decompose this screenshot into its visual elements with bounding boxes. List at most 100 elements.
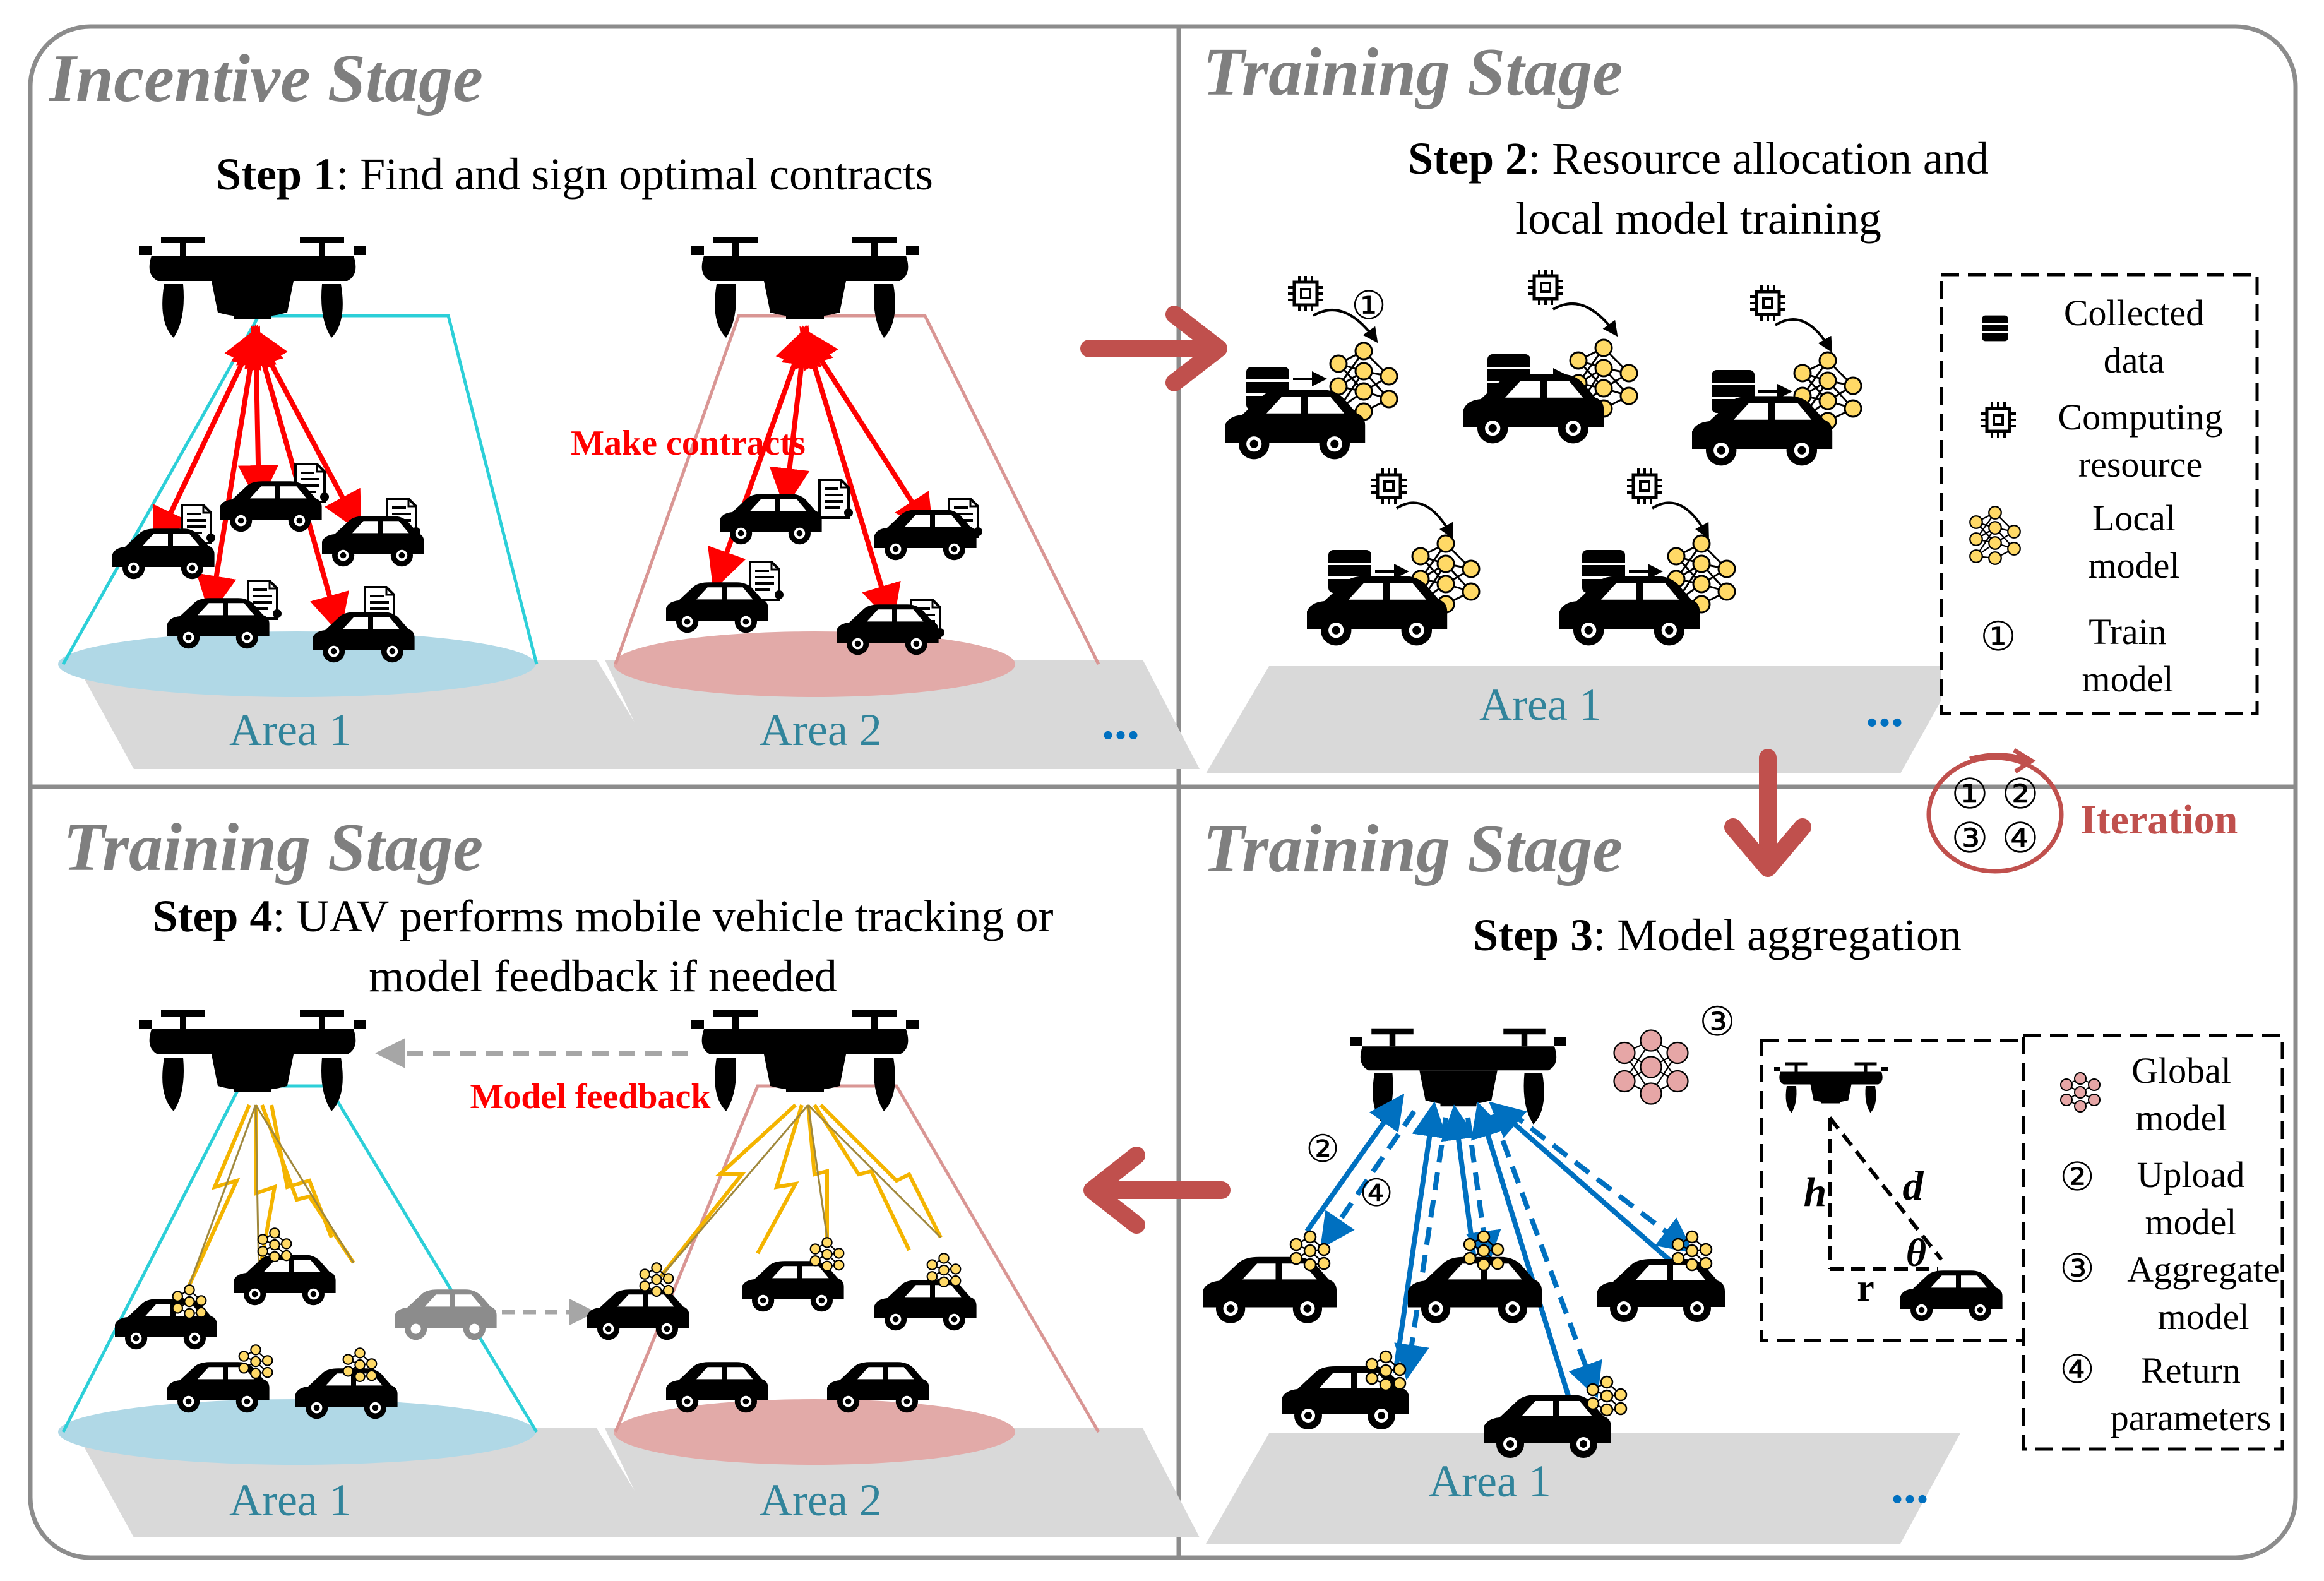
computing-resource-icon [1627,468,1662,504]
legend-label: Train [2089,611,2167,652]
make-contracts-label: Make contracts [571,424,806,463]
iteration-label: Iteration [2080,797,2238,843]
panel-training-step3: Training Stage Step 3: Model aggregation… [1203,811,2284,1544]
iteration-marker: ③ [1951,816,1988,862]
vehicle-training-unit [1692,285,1862,466]
legend-label: model [2158,1296,2250,1337]
vehicle-icon [220,481,322,532]
uav-icon [691,237,919,338]
vehicle-icon [666,582,768,633]
step-caption: Step 2: Resource allocation and [1408,133,1989,184]
local-model-icon [238,1344,273,1380]
vehicle-icon [874,1280,977,1331]
vehicle-icon [1225,390,1366,460]
computing-resource-icon [1750,285,1785,321]
legend-label: data [2104,340,2165,381]
angle-label: θ [1906,1232,1926,1275]
more-areas-ellipsis: ... [1102,695,1140,750]
vehicle-icon [874,510,977,561]
return-step-marker: ④ [1359,1172,1393,1214]
distance-label: d [1903,1163,1924,1209]
vehicle-icon [1463,374,1604,444]
radius-label: r [1857,1267,1874,1310]
area-2-label: Area 2 [760,1475,882,1525]
local-model-icon [1289,1230,1331,1272]
database-icon [1981,314,2009,342]
area-label: Area 1 [1479,679,1602,730]
coverage-area-2 [614,631,1015,697]
local-model-icon [926,1253,962,1288]
iteration-marker: ① [1951,772,1988,818]
legend-label: parameters [2111,1397,2271,1438]
local-model-icon [172,1284,207,1320]
vehicle-icon [112,528,215,580]
vehicle-moving-icon [395,1289,497,1340]
flow-arrow-down [1724,749,1811,877]
legend-marker: ① [1980,614,2016,659]
vehicle-training-unit [1307,468,1481,646]
more-areas-ellipsis: ... [1866,682,1904,737]
legend-marker: ② [2059,1156,2095,1199]
contract-arrows [152,325,934,635]
uav-icon [1350,1028,1566,1125]
legend-label: Local [2092,498,2176,539]
stage-title: Training Stage [63,810,483,885]
area-label: Area 1 [1429,1456,1551,1506]
step-caption-line2: model feedback if needed [369,951,837,1001]
coverage-area-1 [58,631,535,697]
contract-document-icon [818,479,854,519]
local-model-icon [809,1237,845,1272]
legend-label: model [2082,659,2174,700]
legend-label: Aggregate [2127,1249,2280,1290]
local-model-icon [257,1227,292,1263]
vehicle-icon [322,516,424,567]
iteration-marker: ② [2001,772,2039,818]
legend-label: Collected [2064,292,2204,333]
computing-resource-icon [1371,468,1407,504]
coverage-area-2 [614,1399,1015,1465]
flow-arrow-right [1080,306,1227,391]
legend-label: Return [2141,1350,2241,1391]
vehicle-icon [720,494,822,545]
uav-icon [139,1010,366,1111]
step-caption: Step 4: UAV performs mobile vehicle trac… [152,891,1053,941]
local-model-icon [342,1347,378,1383]
step-caption: Step 1: Find and sign optimal contracts [216,149,933,200]
height-label: h [1804,1169,1827,1215]
coverage-area-1 [58,1399,535,1465]
computing-resource-icon [1981,402,2016,438]
vehicle-icon [234,1255,336,1306]
vehicle-icon [587,1289,689,1340]
stage-title: Incentive Stage [48,41,483,116]
link-tethers [188,1104,942,1286]
vehicle-icon [1307,576,1448,646]
vehicle-icon [1203,1256,1337,1323]
area-1-label: Area 1 [229,1475,352,1525]
panel-incentive-step1: Incentive Stage Step 1: Find and sign op… [48,41,1200,769]
iteration-marker: ④ [2001,816,2039,862]
legend-label: model [2145,1202,2237,1243]
aggregate-step-marker: ③ [1699,999,1735,1044]
uav-icon [139,237,366,338]
vehicle-training-unit [1463,270,1638,444]
iteration-badge: ① ② ③ ④ Iteration [1926,748,2238,874]
ground-plane [1206,666,1960,773]
computing-resource-icon [1528,270,1563,305]
ground-plane [1206,1433,1960,1544]
step-caption: Step 3: Model aggregation [1473,910,1962,960]
step-caption-line2: local model training [1515,193,1881,244]
vehicle-icon [1408,1256,1542,1323]
vehicle-training-unit: ① [1225,276,1398,460]
coverage-cone-2 [614,314,1100,665]
area-1-label: Area 1 [229,705,352,755]
return-links [1320,1109,1694,1399]
model-feedback-label: Model feedback [470,1077,711,1116]
outer-frame [28,24,2298,1560]
area-2-label: Area 2 [760,705,882,755]
legend-label: model [2136,1097,2227,1138]
legend-marker: ③ [2059,1248,2095,1291]
legend-label: Upload [2137,1154,2245,1195]
legend-step3: Global model ② Upload model ③ Aggregate … [2022,1034,2284,1451]
uav-icon [691,1010,919,1111]
